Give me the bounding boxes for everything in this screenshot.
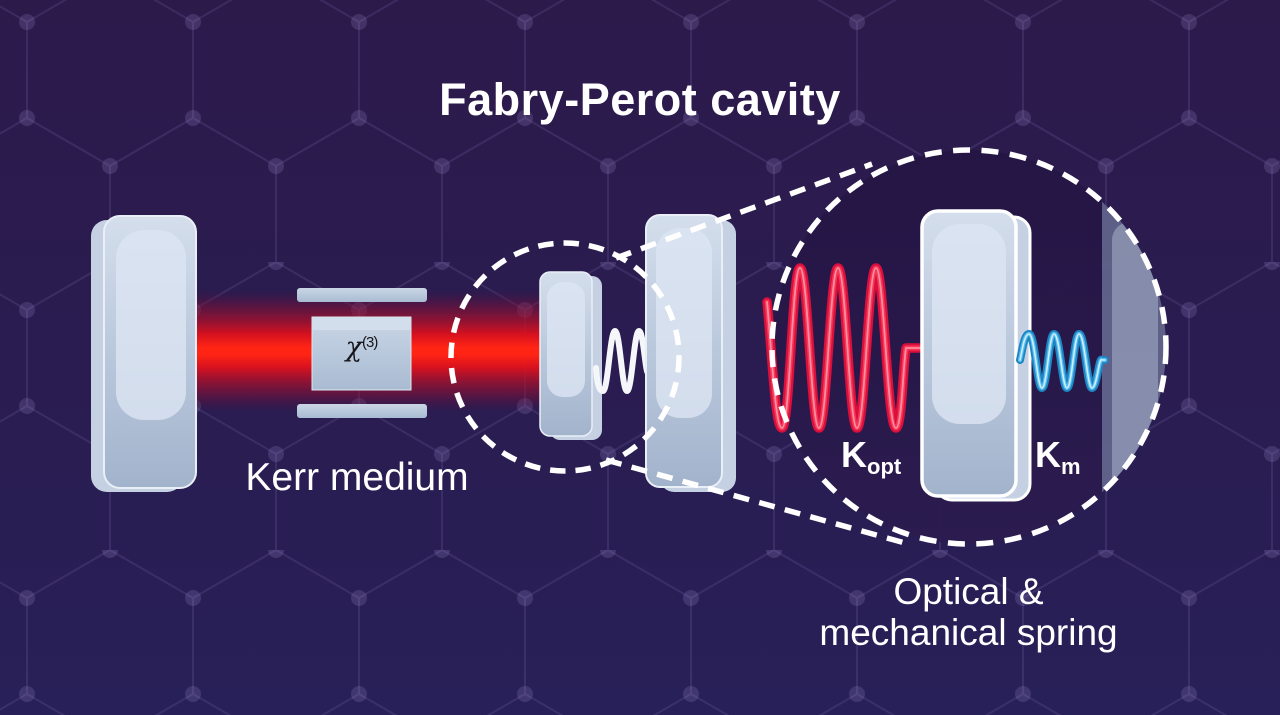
zoomed-mirror bbox=[920, 209, 1032, 502]
optical-spring-constant-label: Kopt bbox=[841, 434, 902, 479]
chi-base: χ bbox=[345, 332, 363, 363]
chi-superscript: (3) bbox=[362, 334, 378, 351]
kerr-box-highlight bbox=[312, 317, 411, 330]
spring-caption-line1: Optical & bbox=[893, 571, 1044, 612]
mechanical-spring bbox=[1016, 330, 1109, 392]
zoom-callout-circle-large-icon bbox=[769, 147, 1169, 547]
page-title: Fabry-Perot cavity bbox=[439, 74, 841, 125]
spring-caption-line2: mechanical spring bbox=[819, 612, 1118, 653]
mechanical-spring-constant-label: Km bbox=[1035, 434, 1081, 479]
movable-mirror bbox=[539, 271, 602, 440]
right-cavity-mirror bbox=[645, 214, 736, 492]
spring-caption: Optical & mechanical spring bbox=[796, 571, 1141, 653]
zoom-callout-circle-small-icon bbox=[448, 240, 682, 474]
kerr-top-plate bbox=[297, 288, 427, 302]
coupling-spring bbox=[593, 327, 652, 395]
zoom-callout-line-top bbox=[615, 161, 873, 261]
kerr-susceptibility-symbol: χ(3) bbox=[312, 332, 411, 363]
kerr-bottom-plate bbox=[297, 404, 427, 418]
kerr-medium bbox=[297, 288, 427, 418]
kerr-medium-label: Kerr medium bbox=[245, 456, 469, 499]
optical-spring bbox=[762, 263, 930, 433]
left-cavity-mirror bbox=[91, 215, 197, 492]
